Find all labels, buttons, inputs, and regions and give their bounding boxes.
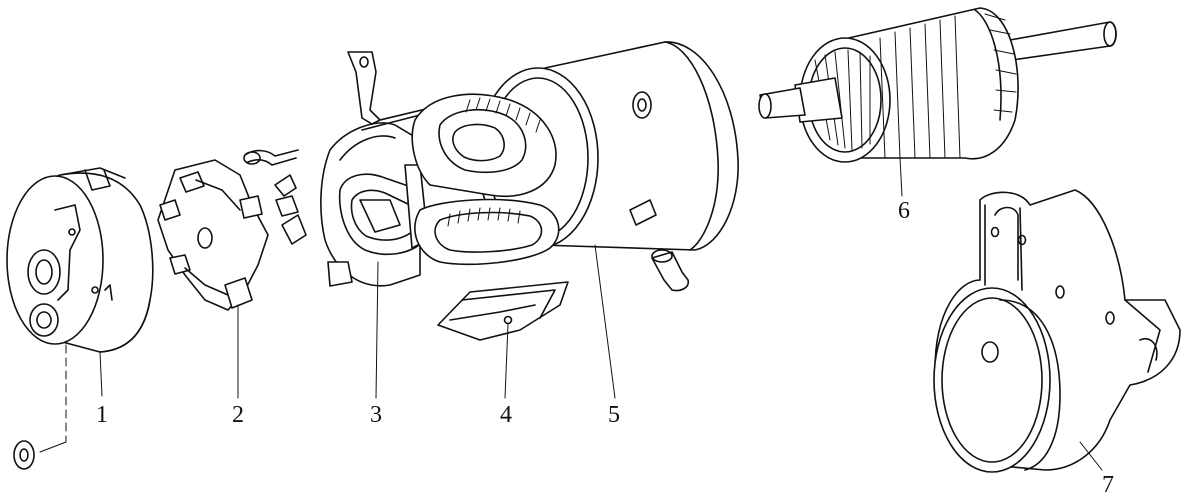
part-7-drive-housing (933, 189, 1181, 473)
part-1-end-cover (6, 167, 154, 470)
label-part-5: 5 (608, 402, 620, 428)
screw (651, 249, 690, 292)
part-6-armature (758, 7, 1117, 197)
label-part-4: 4 (500, 402, 512, 428)
label-part-6: 6 (898, 198, 910, 224)
part-2-brush-plate (157, 159, 269, 399)
label-part-1: 1 (96, 402, 108, 428)
label-part-2: 2 (232, 402, 244, 428)
spring-clips (243, 149, 307, 245)
label-part-3: 3 (370, 402, 382, 428)
part-4-pole-shoe (437, 281, 569, 399)
part-5-yoke-housing (411, 41, 739, 399)
label-part-7: 7 (1102, 472, 1114, 495)
part-3-field-winding (320, 51, 471, 399)
